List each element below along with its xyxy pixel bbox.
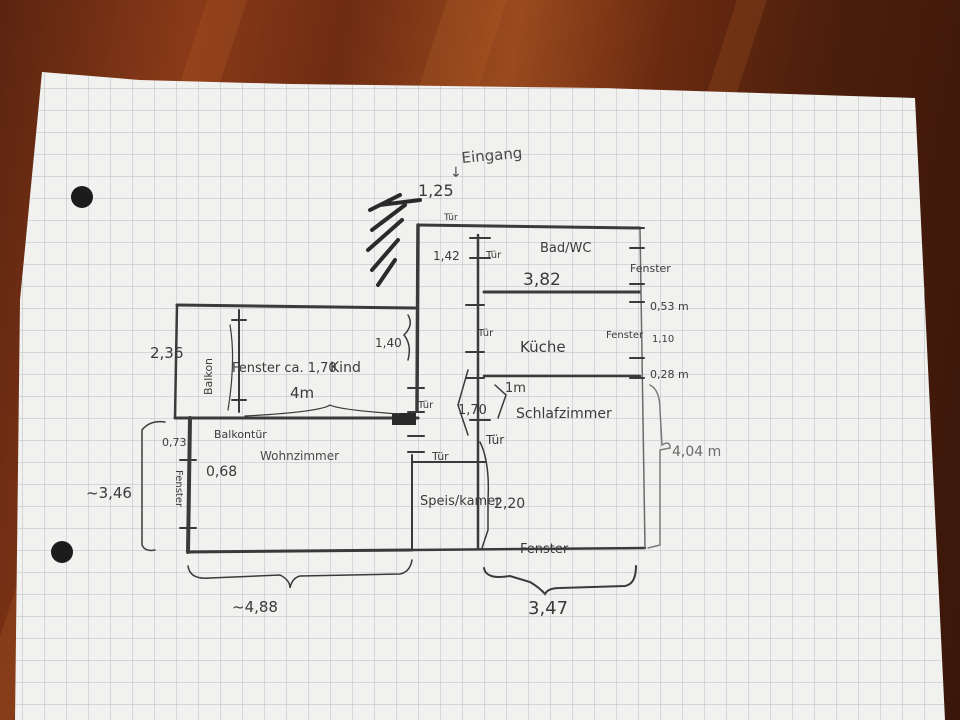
bedroom-height: 4,04 m: [672, 444, 721, 460]
balcony-offset: 0,73: [162, 436, 187, 449]
living-height: ~3,46: [86, 484, 132, 502]
paper-grid: [15, 72, 945, 720]
room-schlafzimmer: Schlafzimmer: [516, 406, 612, 422]
window-label-top: Fenster: [630, 262, 671, 275]
hall-height: 1,42: [433, 249, 460, 263]
bedroom-door-gap: 1,70: [458, 403, 487, 418]
kind-wall: 1,40: [375, 336, 402, 350]
living-door-label: Tür: [431, 450, 449, 463]
punch-hole: [71, 186, 93, 208]
window-label-left: Fenster: [173, 470, 184, 508]
bedroom-door-label: Tür: [485, 433, 504, 447]
entrance-label: Eingang: [461, 144, 523, 167]
kind-window-note: Fenster ca. 1,70: [232, 361, 337, 376]
bath-width: 3,82: [523, 270, 561, 290]
window-gap-bottom: 0,28 m: [650, 368, 689, 381]
kind-width: 4m: [290, 384, 314, 402]
punch-hole: [51, 541, 73, 563]
entrance-arrow-icon: ↓: [450, 165, 462, 181]
room-kind: Kind: [330, 360, 361, 376]
bath-door-label: Tür: [485, 250, 502, 261]
window-gap-top: 0,53 m: [650, 300, 689, 313]
kind-height-left: 2,36: [150, 344, 183, 362]
window-label-bottom: Fenster: [520, 542, 569, 557]
balcony-door-label: Balkontür: [214, 428, 267, 441]
balcony-label: Balkon: [202, 358, 215, 395]
hall-door-label: Tür: [417, 400, 434, 411]
room-kueche: Küche: [520, 338, 566, 356]
entrance-width: 1,25: [418, 181, 454, 200]
room-bad-wc: Bad/WC: [540, 241, 591, 256]
entrance-door-label: Tür: [443, 213, 458, 223]
walls: [141, 193, 671, 596]
scribble: [366, 193, 422, 287]
living-width: ~4,88: [232, 598, 278, 616]
room-wohnzimmer: Wohnzimmer: [260, 449, 339, 463]
bedroom-1m: 1m: [505, 381, 526, 396]
window-height: 1,10: [652, 334, 674, 345]
room-speis: Speis/kamer: [420, 494, 501, 509]
window-label-kitchen: Fenster: [606, 330, 644, 341]
speis-height: 2,20: [494, 496, 525, 512]
kitchen-door-label: Tür: [477, 328, 494, 339]
bedroom-width: 3,47: [528, 598, 568, 619]
balcony-door-width: 0,68: [206, 464, 237, 480]
